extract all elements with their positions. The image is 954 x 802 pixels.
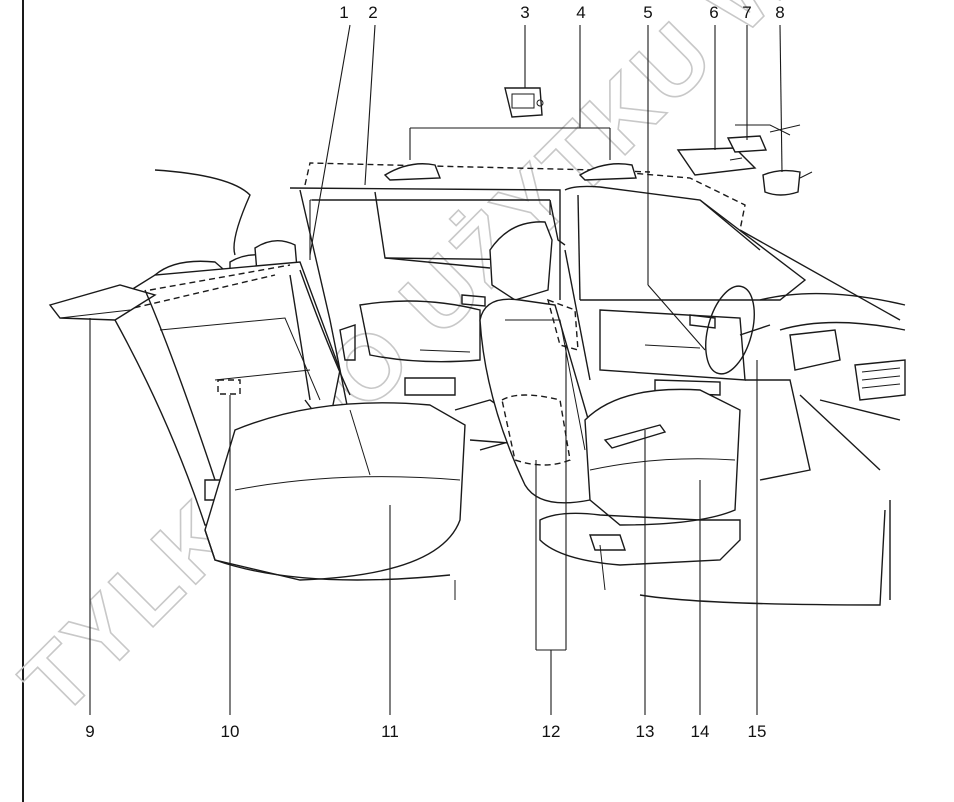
callout-1: 1: [339, 3, 348, 22]
callout-leader-lines: [89, 24, 783, 715]
callout-6: 6: [709, 3, 718, 22]
car-interior-illustration: [48, 87, 906, 606]
callout-10: 10: [221, 722, 240, 741]
callout-15: 15: [748, 722, 767, 741]
left-frame-border: [22, 0, 24, 802]
callout-14: 14: [691, 722, 710, 741]
callout-numbers: 1 2 3 4 5 6 7 8 9 10 11 12 13 14 15: [85, 3, 784, 741]
callout-2: 2: [368, 3, 377, 22]
callout-11: 11: [381, 722, 399, 741]
callout-9: 9: [85, 722, 94, 741]
callout-13: 13: [636, 722, 655, 741]
callout-8: 8: [775, 3, 784, 22]
callout-4: 4: [576, 3, 585, 22]
callout-5: 5: [643, 3, 652, 22]
callout-12: 12: [542, 722, 561, 741]
callout-7: 7: [742, 3, 751, 22]
callout-3: 3: [520, 3, 529, 22]
